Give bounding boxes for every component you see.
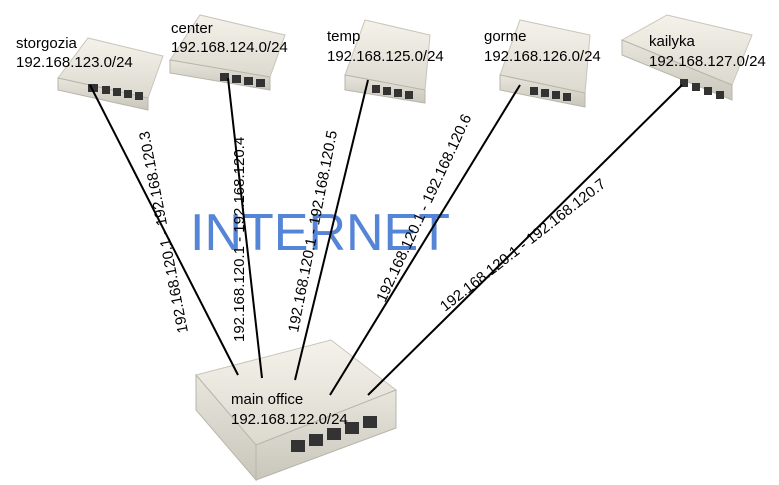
node-name-kailyka: kailyka <box>649 33 696 50</box>
link-line-storgozia <box>89 84 239 376</box>
link-line-kailyka <box>367 84 683 396</box>
node-name-main-office: main office <box>231 391 303 408</box>
node-name-storgozia: storgozia <box>16 35 78 52</box>
internet-label: INTERNET <box>190 204 450 262</box>
node-name-temp: temp <box>327 28 360 45</box>
router-main-office-device <box>195 339 398 482</box>
router-storgozia-device <box>57 37 164 111</box>
link-label-kailyka: 192.168.120.1 - 192.168.120.7 <box>437 175 609 315</box>
link-line-temp <box>294 79 369 381</box>
link-line-center <box>227 77 263 379</box>
link-line-gorme <box>329 84 521 396</box>
link-label-center: 192.168.120.1 - 192.168.120.4 <box>231 137 248 342</box>
node-name-gorme: gorme <box>484 28 527 45</box>
node-subnet-storgozia: 192.168.123.0/24 <box>16 54 133 71</box>
node-subnet-kailyka: 192.168.127.0/24 <box>649 53 766 70</box>
node-subnet-center: 192.168.124.0/24 <box>171 39 288 56</box>
router-kailyka-device <box>620 14 753 101</box>
router-center-device <box>169 14 286 91</box>
link-label-storgozia: 192.168.120.1 - 192.168.120.3 <box>136 130 192 335</box>
node-subnet-temp: 192.168.125.0/24 <box>327 48 444 65</box>
router-temp-device <box>344 19 431 104</box>
node-name-center: center <box>171 20 213 37</box>
router-gorme-device <box>499 19 591 108</box>
node-subnet-gorme: 192.168.126.0/24 <box>484 48 601 65</box>
node-subnet-main-office: 192.168.122.0/24 <box>231 411 348 428</box>
